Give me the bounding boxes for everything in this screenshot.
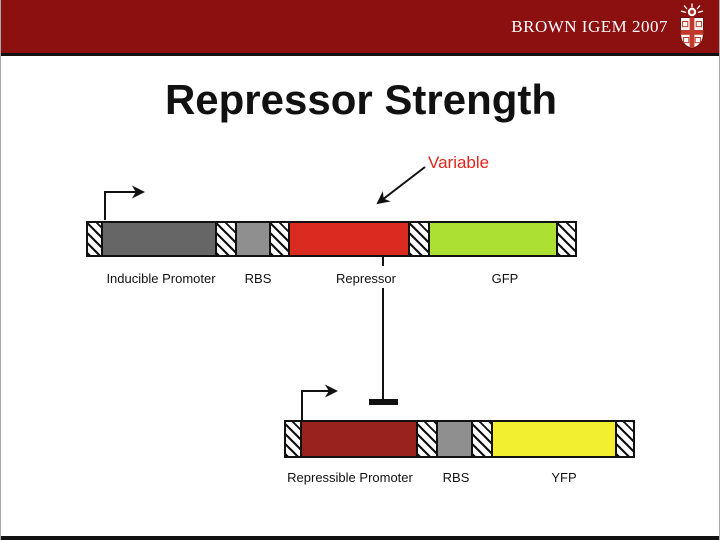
label-repressor: Repressor [336,271,396,286]
scar-hatch-segment [615,420,635,458]
promoter-arrow-icon [104,185,145,220]
scar-hatch-segment [269,221,290,257]
label-repressible-promoter: Repressible Promoter [287,470,413,485]
construct-inducible [86,221,577,257]
scar-hatch-segment [408,221,430,257]
sunburst-rays [680,3,704,14]
slide-title: Repressor Strength [164,76,558,123]
segment-repressor [288,221,410,257]
segment-gfp [428,221,558,257]
scar-hatch-segment [471,420,493,458]
segment-rbs-2 [436,420,473,458]
header-brand-text: BROWN IGEM 2007 [511,16,668,36]
variable-arrow [376,166,426,205]
variable-annotation: Variable [428,153,490,172]
repression-t-bar [369,399,398,405]
label-rbs-2: RBS [442,470,470,485]
segment-repressible-promoter [300,420,418,458]
slide-bottom-border [1,536,719,540]
segment-rbs-1 [235,221,271,257]
brown-university-crest-icon [680,3,704,50]
promoter-arrow-icon [301,384,338,420]
label-yfp: YFP [551,470,577,485]
label-inducible-promoter: Inducible Promoter [106,271,216,286]
crest-books [682,21,702,44]
scar-hatch-segment [556,221,577,257]
scar-hatch-segment [215,221,237,257]
segment-inducible-promoter [101,221,217,257]
construct-repressible [284,420,635,458]
label-gfp: GFP [491,271,519,286]
header-bar: BROWN IGEM 2007 [1,0,719,56]
segment-yfp [491,420,617,458]
scar-hatch-segment [416,420,438,458]
label-rbs-1: RBS [244,271,272,286]
